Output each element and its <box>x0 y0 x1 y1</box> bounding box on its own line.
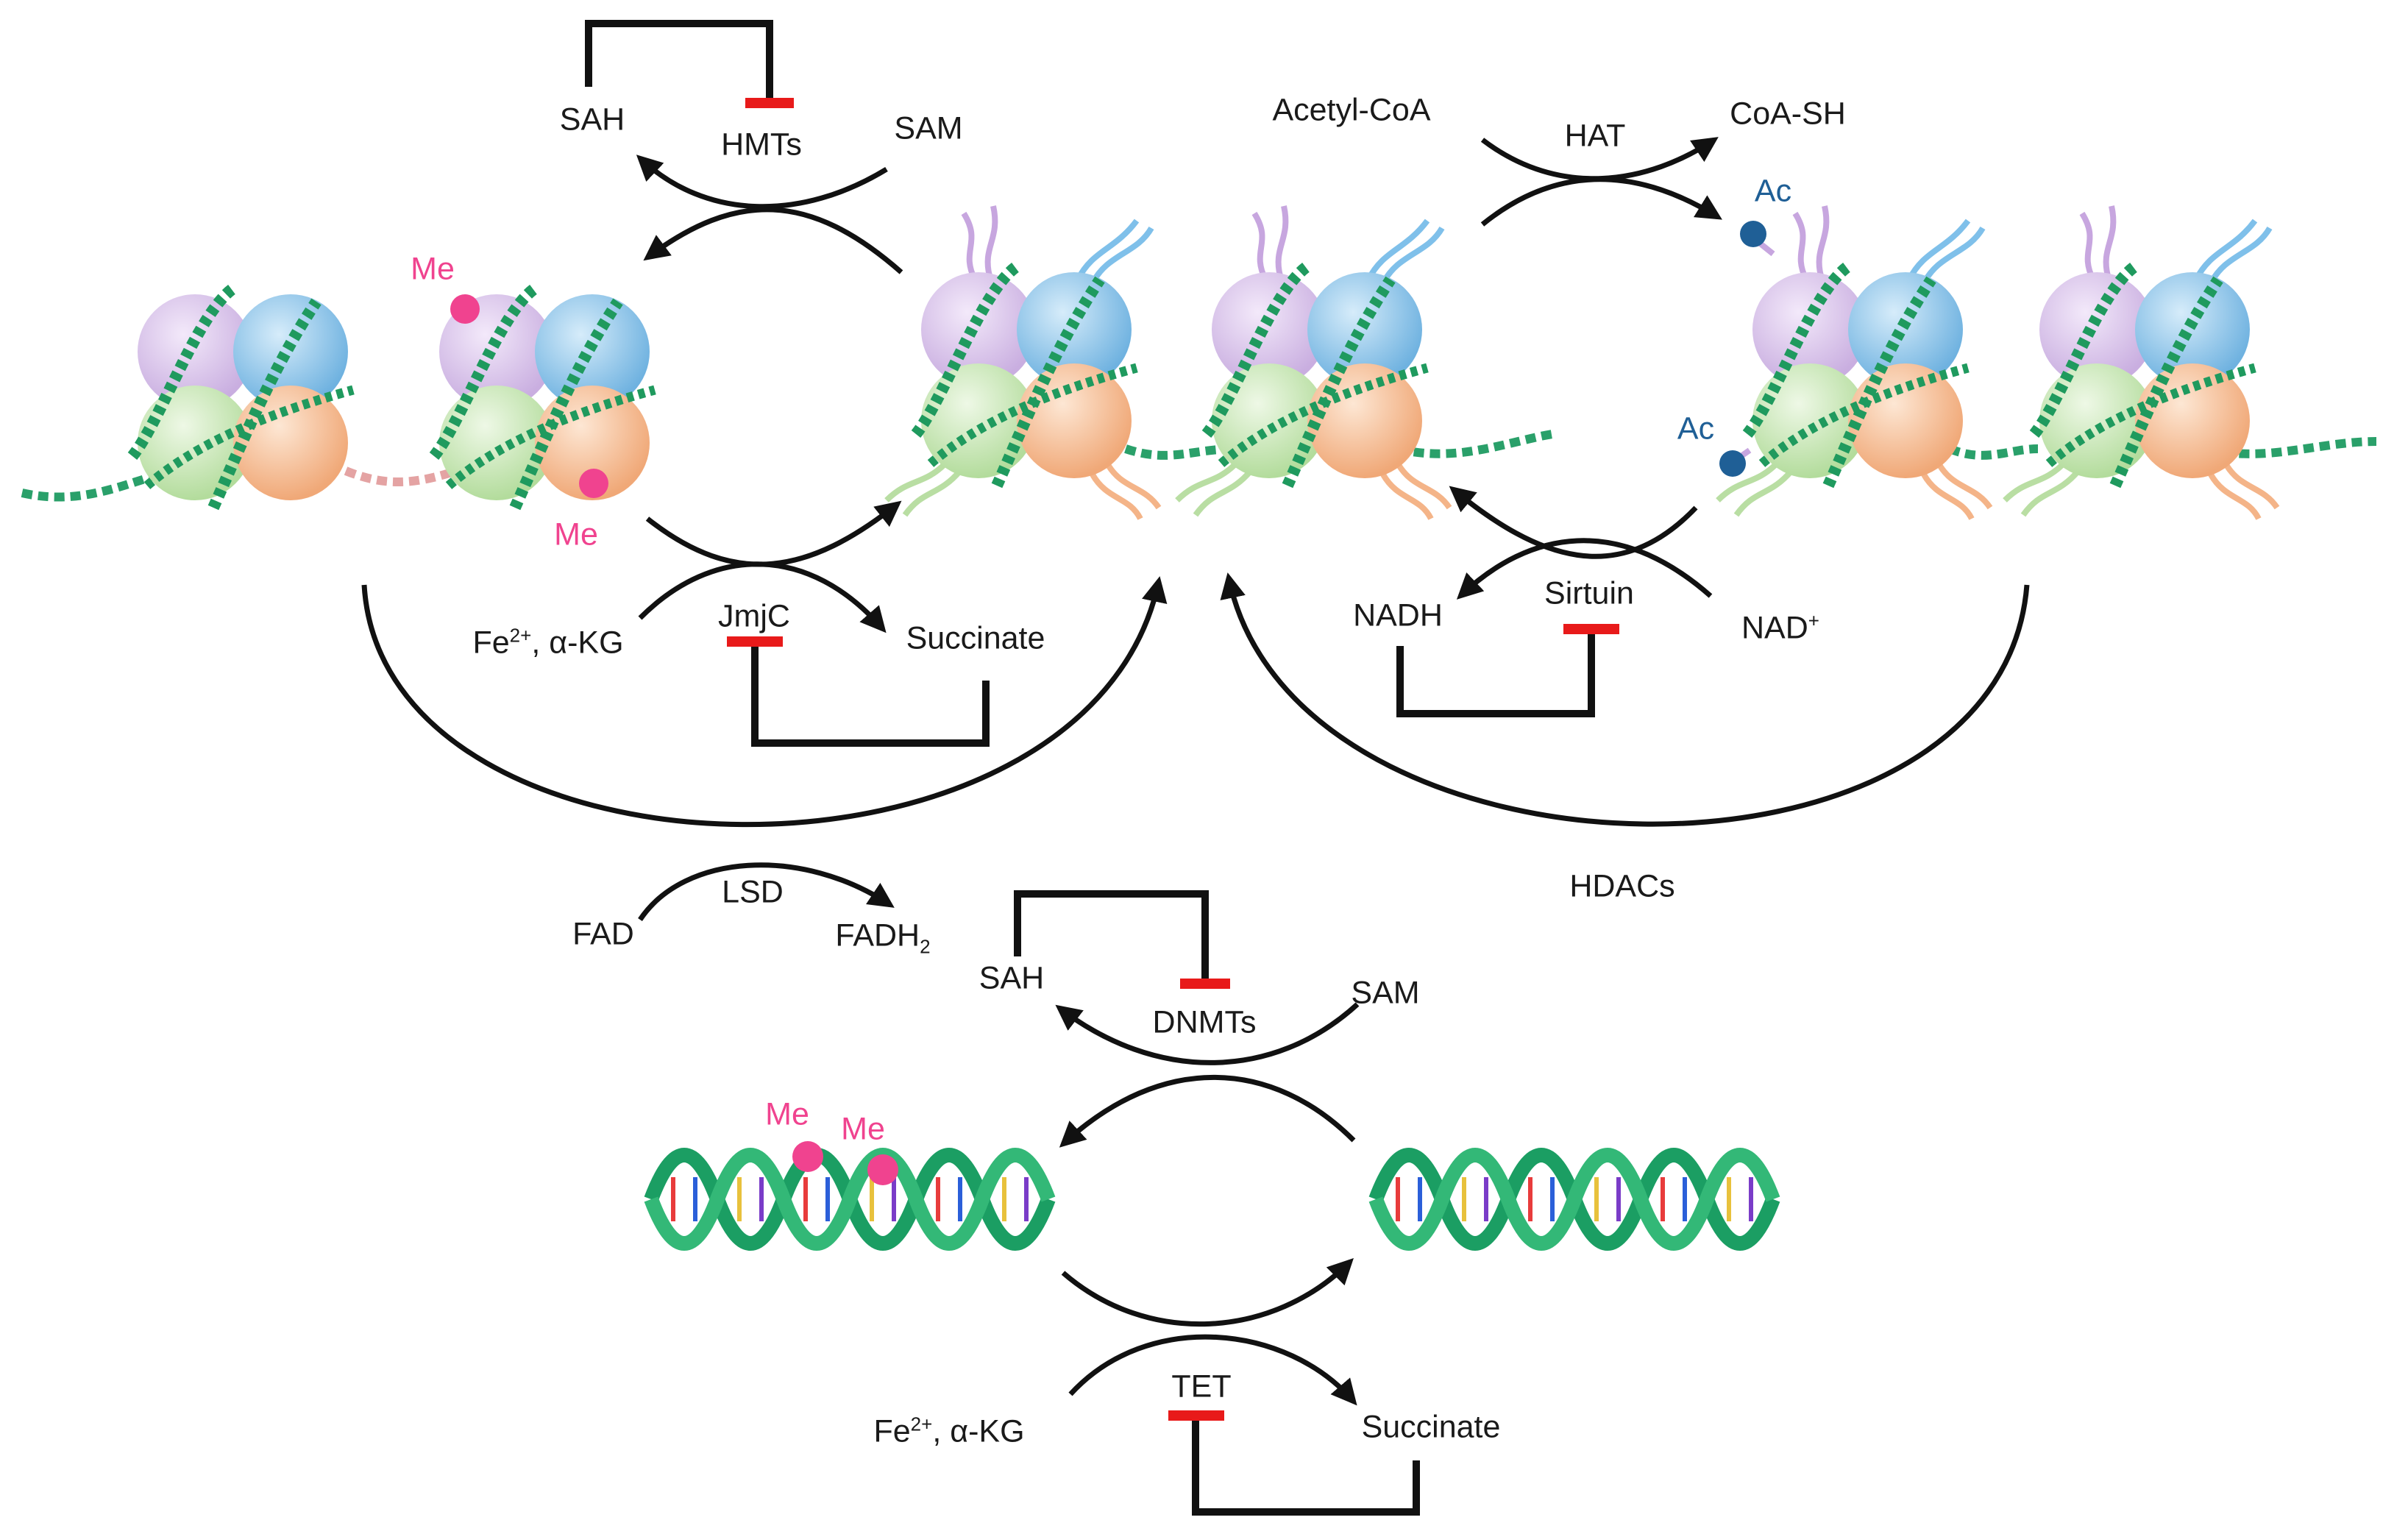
dnmt-sam-sah-arrow <box>1055 1002 1360 1065</box>
tet-cofactor-arrow <box>1068 1334 1357 1406</box>
label-me-dna-left: Me <box>765 1096 809 1132</box>
hdac-deacetylation-arc <box>1220 572 2030 827</box>
label-hmts: HMTs <box>721 127 802 163</box>
lsd-demethylation-arc <box>361 576 1168 828</box>
hat-acetylation-arrow <box>1480 177 1722 227</box>
label-hdacs: HDACs <box>1569 868 1675 904</box>
methyl-mark-dna-right <box>867 1154 898 1185</box>
label-sam-histone: SAM <box>894 110 963 146</box>
label-succinate-histone: Succinate <box>906 620 1045 656</box>
methyl-mark-dna-left <box>792 1141 823 1172</box>
methyl-mark-histone-top <box>450 294 480 324</box>
jmjc-demethylation-arrow <box>645 500 902 567</box>
label-dnmts: DNMTs <box>1152 1004 1257 1040</box>
sirtuin-feedback-line <box>1396 629 1595 717</box>
label-tet: TET <box>1171 1368 1232 1405</box>
label-acetyl-coa: Acetyl-CoA <box>1272 92 1431 128</box>
label-fe-akg-histone: Fe2+, α-KG <box>472 624 624 661</box>
tet-feedback-line <box>1192 1416 1420 1516</box>
sirtuin-nad-arrow <box>1456 538 1713 600</box>
nucleosome-acetylated-2 <box>2005 206 2277 519</box>
dnmt-feedback-line <box>1014 890 1209 982</box>
label-sah-histone: SAH <box>559 102 625 138</box>
label-me-histone-top: Me <box>411 251 455 287</box>
label-sam-dna: SAM <box>1351 975 1420 1011</box>
sirtuin-deacetylation-arrow <box>1449 486 1698 559</box>
lsd-fad-arrow <box>638 862 895 921</box>
label-me-dna-right: Me <box>841 1111 885 1147</box>
hmt-sam-sah-arrow <box>636 155 888 210</box>
label-sah-dna: SAH <box>979 960 1045 996</box>
label-hat: HAT <box>1564 118 1626 154</box>
hmt-methylation-arrow <box>643 207 903 274</box>
label-nadh: NADH <box>1353 597 1443 633</box>
methyl-mark-histone-bottom <box>579 469 608 498</box>
acetyl-mark-top <box>1740 221 1766 247</box>
label-nad-plus: NAD+ <box>1741 609 1819 646</box>
jmjc-feedback-line <box>751 640 990 747</box>
nucleosome-unmodified-1 <box>887 206 1159 519</box>
tet-demethylation-arrow <box>1061 1258 1354 1327</box>
label-sirtuin: Sirtuin <box>1544 575 1634 611</box>
label-ac-bottom: Ac <box>1677 411 1715 447</box>
dnmt-methylation-arrow <box>1059 1074 1356 1148</box>
dna-unmethylated <box>1376 1155 1773 1243</box>
nucleosome-unmodified-2 <box>1177 206 1449 519</box>
label-ac-top: Ac <box>1754 173 1792 209</box>
hmt-feedback-line <box>585 20 773 102</box>
label-lsd: LSD <box>722 874 784 910</box>
label-jmjc: JmjC <box>718 598 790 634</box>
label-me-histone-bottom: Me <box>554 516 598 553</box>
acetyl-mark-bottom <box>1719 450 1746 477</box>
dna-methylated <box>651 1155 1048 1243</box>
nucleosome-methylated-left <box>132 287 353 508</box>
label-fadh2: FADH2 <box>835 917 931 958</box>
jmjc-cofactor-arrow <box>638 561 887 633</box>
label-succinate-dna: Succinate <box>1361 1409 1501 1445</box>
label-coa-sh: CoA-SH <box>1730 96 1846 132</box>
nucleosome-acetylated-1 <box>1718 206 1990 519</box>
label-fad: FAD <box>572 916 634 952</box>
label-fe-akg-dna: Fe2+, α-KG <box>873 1413 1025 1449</box>
